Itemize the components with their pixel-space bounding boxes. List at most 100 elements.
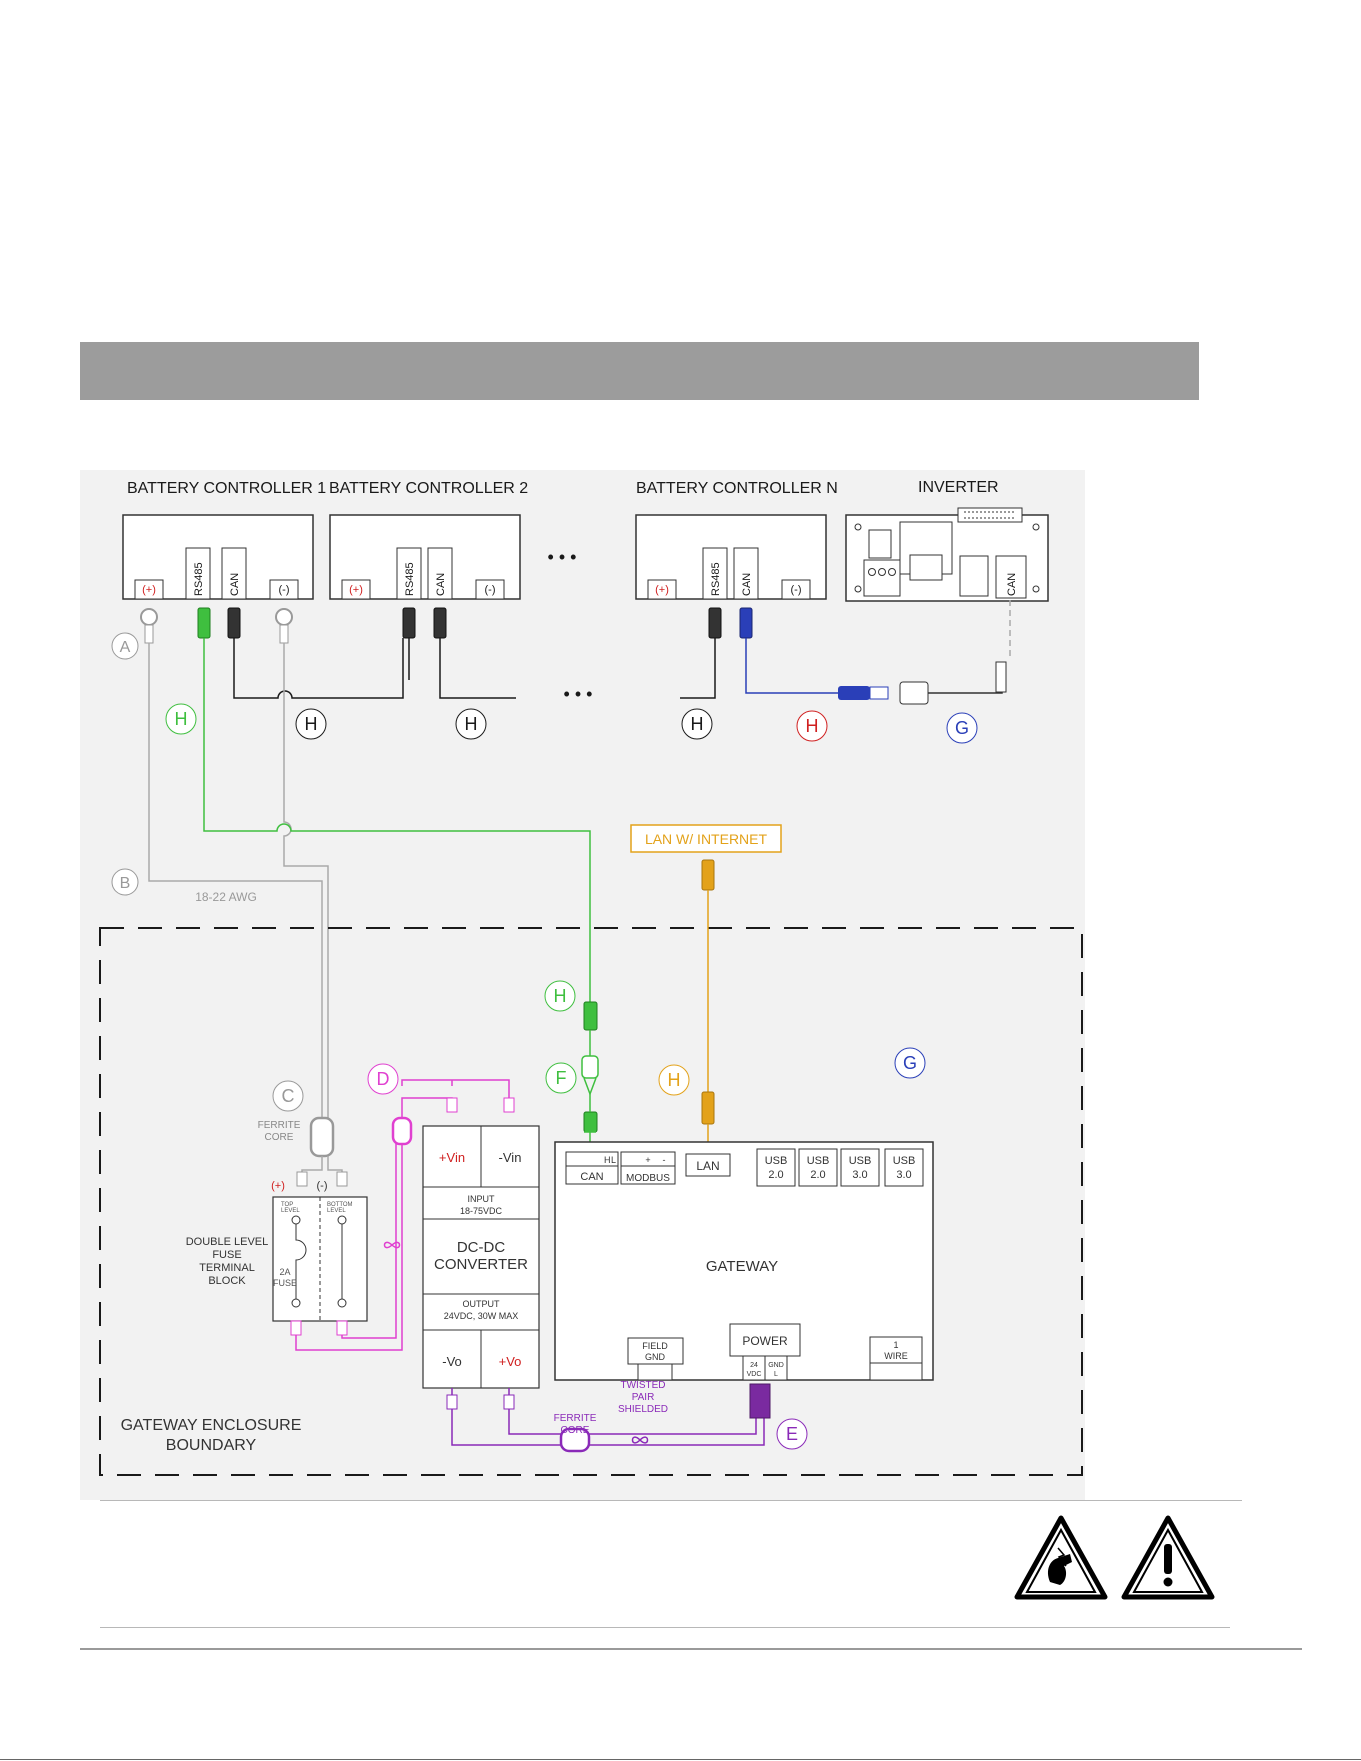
svg-text:1: 1 bbox=[893, 1340, 898, 1350]
svg-text:FUSE: FUSE bbox=[212, 1249, 241, 1261]
gateway-unit: H L CAN + - MODBUS LAN USB 2.0 USB 2.0 U… bbox=[554, 1141, 934, 1381]
svg-text:CAN: CAN bbox=[580, 1171, 603, 1183]
battery-controller-n: BATTERY CONTROLLER N (+) RS485 CAN (-) bbox=[635, 480, 838, 600]
svg-text:-Vo: -Vo bbox=[442, 1354, 462, 1369]
can-adapter-f bbox=[581, 1055, 599, 1079]
svg-text:2.0: 2.0 bbox=[810, 1169, 825, 1181]
svg-text:USB: USB bbox=[893, 1155, 916, 1167]
svg-text:H: H bbox=[668, 1070, 681, 1090]
svg-text:MODBUS: MODBUS bbox=[626, 1173, 670, 1184]
callout-a: A bbox=[111, 632, 139, 660]
svg-text:USB: USB bbox=[849, 1155, 872, 1167]
ferrite-core-gray bbox=[309, 1116, 335, 1158]
svg-text:+Vo: +Vo bbox=[499, 1354, 522, 1369]
svg-text:H: H bbox=[604, 1155, 611, 1165]
rj45-black-bc2-a bbox=[402, 607, 416, 639]
svg-text:3.0: 3.0 bbox=[852, 1169, 867, 1181]
callout-g-top: G bbox=[946, 712, 978, 744]
blue-rj45-inline bbox=[838, 686, 870, 700]
svg-text:H: H bbox=[806, 716, 819, 736]
note-bottom-rule bbox=[100, 1627, 1230, 1628]
svg-text:CORE: CORE bbox=[265, 1132, 294, 1143]
inverter-title: INVERTER bbox=[918, 479, 999, 496]
svg-text:DOUBLE LEVEL: DOUBLE LEVEL bbox=[186, 1236, 269, 1248]
svg-text:H: H bbox=[305, 714, 318, 734]
svg-text:C: C bbox=[282, 1086, 295, 1106]
svg-text:(+): (+) bbox=[142, 584, 156, 596]
ring-terminal-minus bbox=[275, 608, 293, 644]
svg-text:USB: USB bbox=[807, 1155, 830, 1167]
bc2-title: BATTERY CONTROLLER 2 bbox=[329, 480, 528, 497]
svg-text:D: D bbox=[377, 1069, 390, 1089]
svg-text:WIRE: WIRE bbox=[884, 1351, 908, 1361]
awg-label: 18-22 AWG bbox=[195, 890, 257, 904]
double-level-fuse-terminal-block: (+) (-) TOP LEVEL BOTTOM LEVEL 2A FUSE D… bbox=[186, 1180, 368, 1322]
callout-c: C bbox=[272, 1080, 304, 1112]
callout-h-black-2: H bbox=[455, 708, 487, 740]
ellipsis-top: • • • bbox=[548, 547, 577, 567]
inverter: INVERTER CAN bbox=[845, 479, 1049, 602]
svg-text:VDC: VDC bbox=[747, 1371, 762, 1378]
svg-text:2A: 2A bbox=[279, 1267, 290, 1277]
svg-text:TERMINAL: TERMINAL bbox=[199, 1262, 255, 1274]
dc-dc-converter: +Vin -Vin INPUT 18-75VDC DC-DC CONVERTER… bbox=[422, 1125, 540, 1389]
svg-text:FERRITE: FERRITE bbox=[258, 1120, 301, 1131]
ellipsis-bottom: • • • bbox=[564, 684, 593, 704]
svg-text:3.0: 3.0 bbox=[896, 1169, 911, 1181]
callout-h-black-1: H bbox=[295, 708, 327, 740]
svg-text:(-): (-) bbox=[485, 584, 496, 596]
battery-controller-1: BATTERY CONTROLLER 1 (+) RS485 CAN (-) bbox=[122, 480, 326, 600]
svg-text:CONVERTER: CONVERTER bbox=[434, 1256, 528, 1273]
svg-text:(-): (-) bbox=[317, 1180, 328, 1192]
bcn-title: BATTERY CONTROLLER N bbox=[636, 480, 838, 497]
svg-text:G: G bbox=[903, 1053, 917, 1073]
svg-text:FIELD: FIELD bbox=[642, 1341, 668, 1351]
svg-text:OUTPUT: OUTPUT bbox=[463, 1299, 501, 1309]
rj45-blue-bcn bbox=[739, 607, 753, 639]
page-bottom-edge bbox=[0, 1759, 1361, 1760]
svg-text:24: 24 bbox=[750, 1362, 758, 1369]
svg-text:LEVEL: LEVEL bbox=[327, 1208, 346, 1214]
svg-text:DC-DC: DC-DC bbox=[457, 1239, 505, 1256]
svg-text:L: L bbox=[611, 1155, 616, 1165]
svg-text:24VDC, 30W MAX: 24VDC, 30W MAX bbox=[444, 1311, 519, 1321]
svg-text:FUSE: FUSE bbox=[273, 1278, 297, 1288]
svg-text:GATEWAY: GATEWAY bbox=[706, 1258, 778, 1275]
svg-text:INPUT: INPUT bbox=[468, 1194, 496, 1204]
callout-h-green-top: H bbox=[165, 703, 197, 735]
svg-text:-: - bbox=[663, 1155, 666, 1165]
svg-text:RS485: RS485 bbox=[404, 562, 416, 596]
svg-text:+: + bbox=[645, 1155, 650, 1165]
svg-text:F: F bbox=[556, 1068, 567, 1088]
svg-text:CAN: CAN bbox=[1006, 573, 1018, 596]
svg-text:RS485: RS485 bbox=[710, 562, 722, 596]
svg-text:E: E bbox=[786, 1424, 798, 1444]
battery-controller-2: BATTERY CONTROLLER 2 (+) RS485 CAN (-) bbox=[329, 480, 528, 600]
svg-text:+Vin: +Vin bbox=[439, 1150, 465, 1165]
svg-text:(-): (-) bbox=[279, 584, 290, 596]
svg-text:(-): (-) bbox=[791, 584, 802, 596]
svg-text:LAN: LAN bbox=[696, 1159, 719, 1173]
svg-text:TOP: TOP bbox=[281, 1202, 293, 1208]
rj45-black-bc2-b bbox=[433, 607, 447, 639]
svg-text:-Vin: -Vin bbox=[499, 1150, 522, 1165]
svg-text:CAN: CAN bbox=[435, 573, 447, 596]
power-plug-e bbox=[749, 1383, 771, 1419]
svg-text:B: B bbox=[120, 875, 131, 892]
callout-d: D bbox=[367, 1063, 399, 1095]
general-warning-icon bbox=[1121, 1515, 1215, 1600]
rj45-green-enclosure bbox=[583, 1001, 598, 1031]
svg-text:(+): (+) bbox=[655, 584, 669, 596]
svg-text:(+): (+) bbox=[271, 1180, 285, 1192]
svg-text:PAIR: PAIR bbox=[632, 1392, 655, 1403]
ferrite-core-purple bbox=[559, 1427, 591, 1453]
rj45-orange-top bbox=[701, 859, 715, 891]
ring-terminal-plus bbox=[140, 608, 158, 644]
svg-text:FERRITE: FERRITE bbox=[554, 1413, 597, 1424]
rj45-green-bc1 bbox=[197, 607, 211, 639]
svg-text:A: A bbox=[120, 639, 131, 656]
svg-text:TWISTED: TWISTED bbox=[621, 1380, 666, 1391]
callout-h-black-3: H bbox=[681, 708, 713, 740]
svg-text:POWER: POWER bbox=[742, 1334, 788, 1348]
svg-text:CAN: CAN bbox=[229, 573, 241, 596]
